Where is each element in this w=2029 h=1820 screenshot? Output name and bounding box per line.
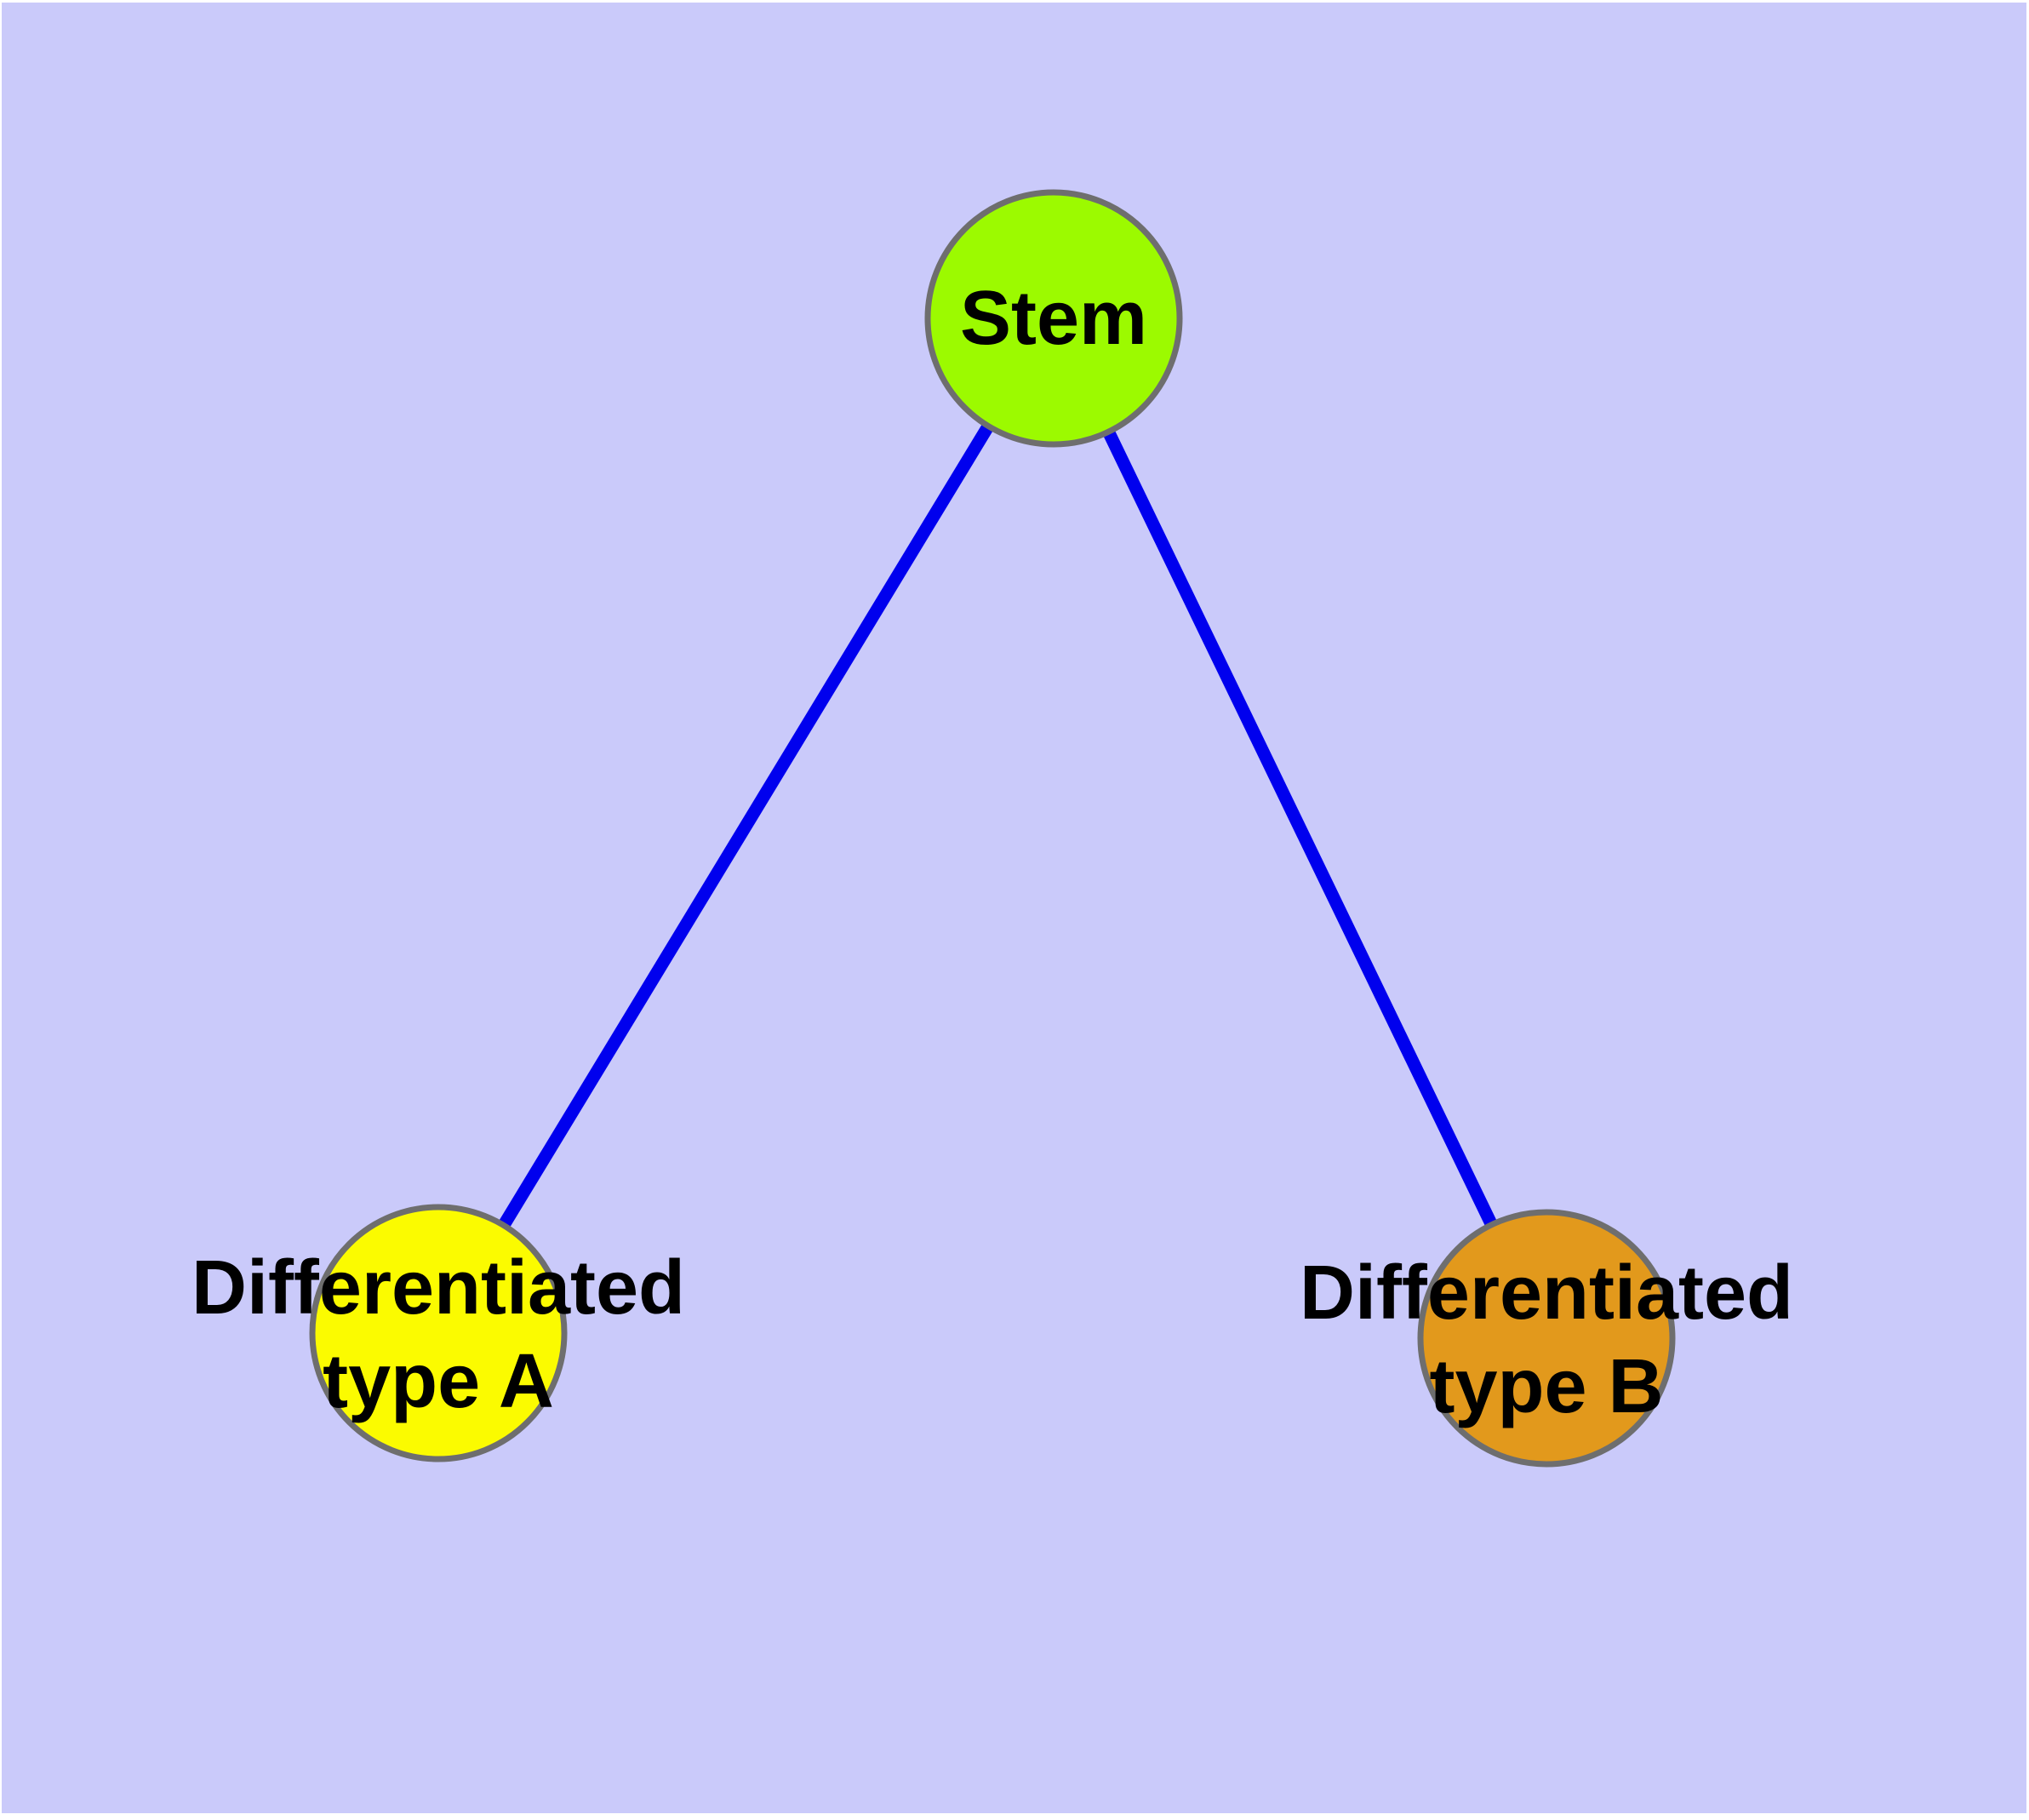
node-stem-circle — [924, 189, 1183, 448]
edge-stem-to-type-b — [1048, 315, 1552, 1342]
node-type-a-label-line1: Differentiated — [191, 1245, 685, 1331]
node-type-b-label-line1: Differentiated — [1300, 1251, 1793, 1336]
node-type-b-label-line2: type B — [1429, 1344, 1663, 1429]
node-stem-label: Stem — [960, 276, 1147, 361]
node-type-a-label-line2: type A — [323, 1339, 554, 1424]
node-type-a-circle — [309, 1204, 568, 1462]
node-type-b-circle — [1417, 1209, 1676, 1468]
edge-stem-to-type-a — [432, 315, 1060, 1336]
